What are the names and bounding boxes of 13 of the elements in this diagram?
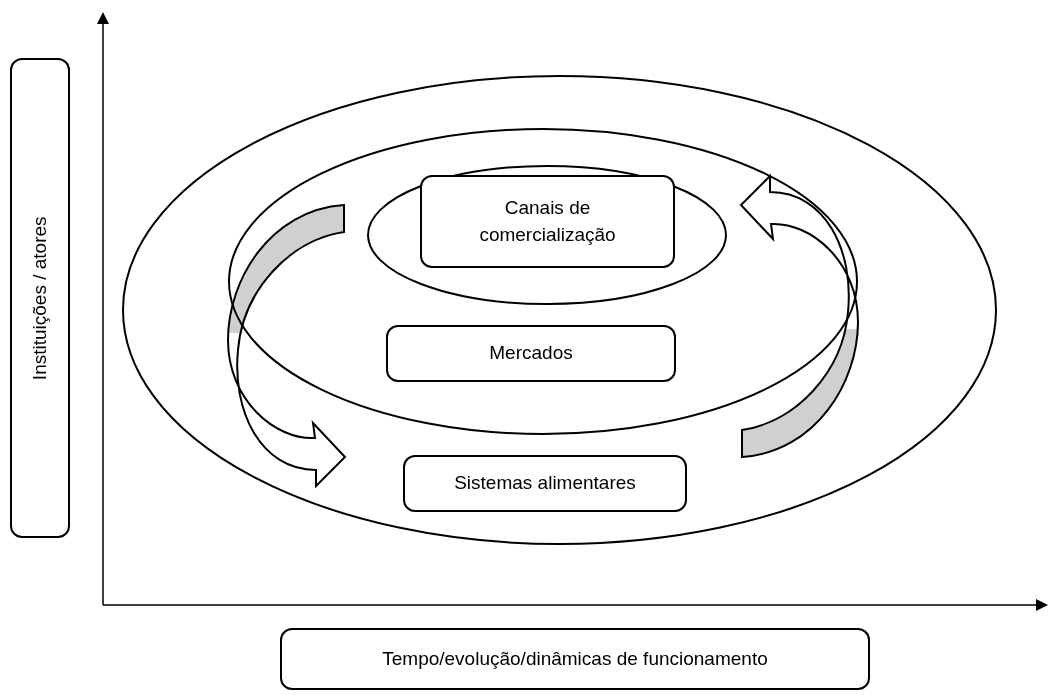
process-box: [386, 325, 676, 382]
ellipse-ring: [367, 165, 727, 305]
box-label: Canais de comercialização: [478, 195, 617, 247]
box-label: Mercados: [489, 341, 573, 366]
ellipse-ring: [122, 75, 997, 545]
axis-label-box: [10, 58, 70, 538]
axis-label-box: [280, 628, 870, 690]
ellipse-ring: [228, 128, 858, 435]
box-label: Sistemas alimentares: [454, 471, 636, 496]
process-box: [403, 455, 687, 512]
box-label: Instituições / atores: [27, 216, 51, 380]
process-box: [420, 175, 675, 268]
box-label: Tempo/evolução/dinâmicas de funcionamento: [382, 646, 768, 671]
